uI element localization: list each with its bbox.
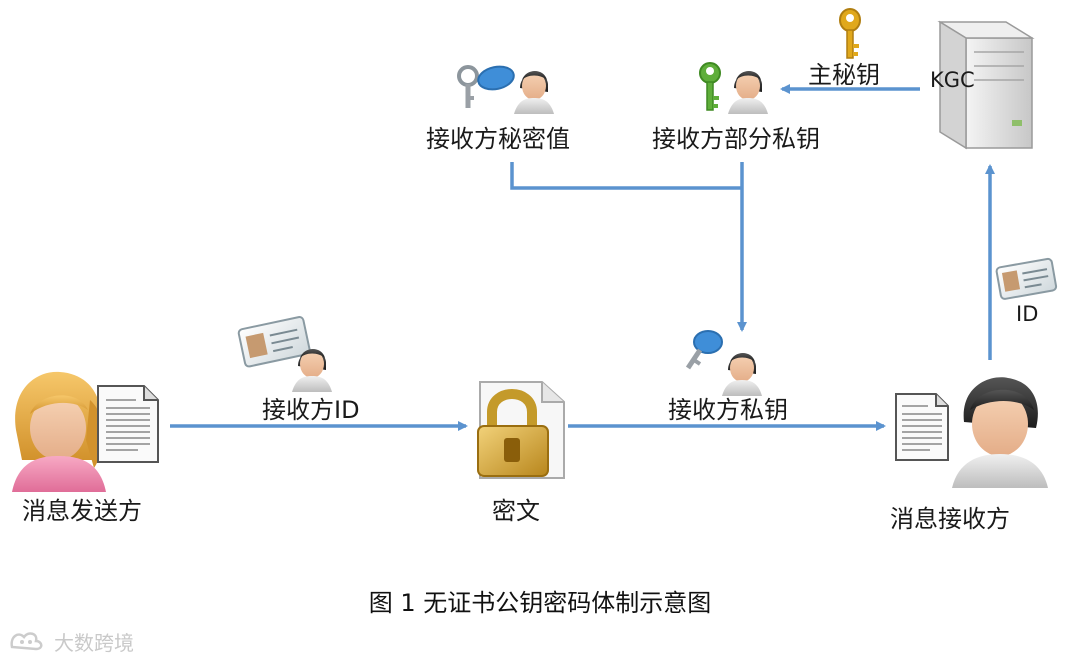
- label-receiver-partial-private-key: 接收方部分私钥: [652, 125, 820, 153]
- edge-label-id: ID: [1016, 302, 1039, 326]
- blue-key-icon: [685, 330, 723, 370]
- gold-key-icon: [839, 8, 861, 59]
- sender-avatar: [12, 371, 106, 492]
- label-receiver-secret-value: 接收方秘密值: [426, 125, 570, 153]
- id-card-icon: [237, 316, 311, 368]
- edge-label-master-secret-key: 主秘钥: [808, 61, 880, 89]
- key-fob-icon: [457, 65, 515, 108]
- node-label-ciphertext: 密文: [492, 497, 540, 525]
- locked-document-icon: [477, 381, 565, 479]
- document-icon: [895, 393, 949, 461]
- user-icon: [292, 349, 332, 392]
- watermark-text: 大数跨境: [54, 630, 134, 655]
- green-key-icon: [699, 62, 721, 111]
- kgc-server-icon: [937, 20, 1035, 150]
- receiver-avatar: [952, 377, 1048, 488]
- edge-label-receiver-id: 接收方ID: [262, 396, 360, 424]
- user-icon: [514, 71, 554, 114]
- node-label-kgc: KGC: [930, 68, 975, 92]
- id-card-icon: [995, 257, 1058, 300]
- edge-label-receiver-private-key: 接收方私钥: [668, 396, 788, 424]
- figure-caption: 图 1 无证书公钥密码体制示意图: [368, 589, 712, 617]
- user-icon: [728, 71, 768, 114]
- node-label-receiver: 消息接收方: [890, 505, 1010, 533]
- arrows: [170, 84, 995, 431]
- watermark: 大数跨境: [8, 626, 134, 656]
- watermark-logo-icon: [10, 632, 43, 651]
- user-icon: [722, 353, 762, 396]
- connector-secret-value: [510, 162, 742, 190]
- document-icon: [97, 385, 159, 463]
- node-label-sender: 消息发送方: [22, 497, 142, 525]
